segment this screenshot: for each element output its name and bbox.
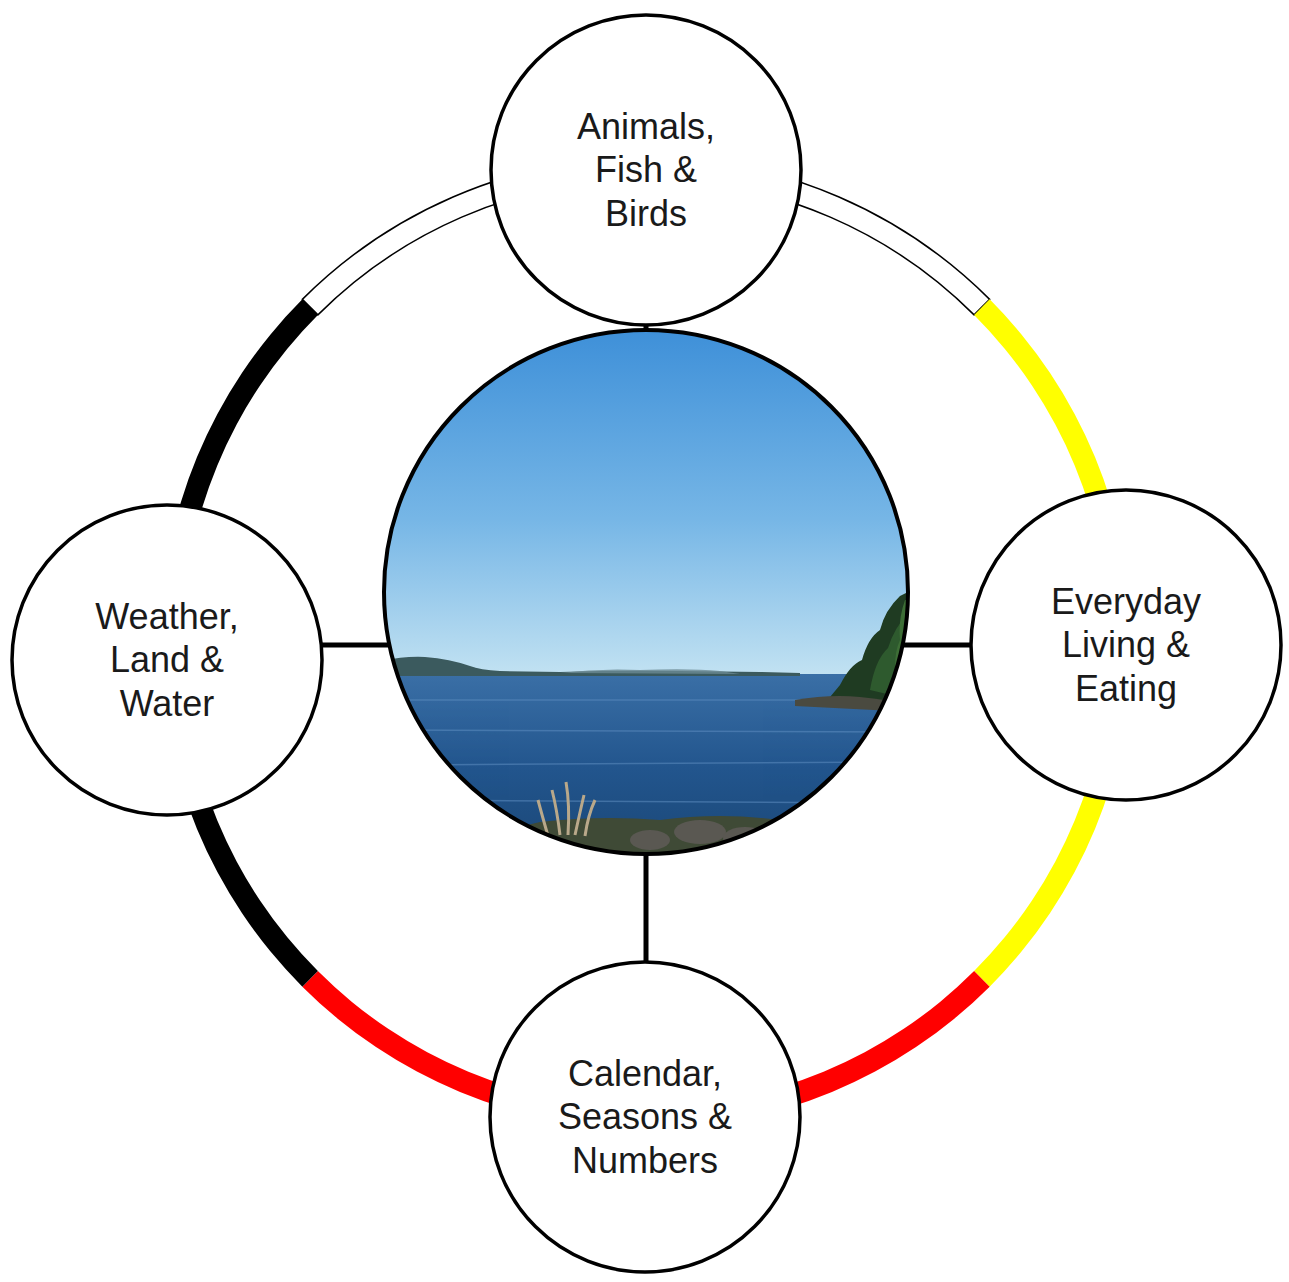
photo-frame bbox=[384, 330, 908, 854]
topic-circle: Weather, Land & Water bbox=[10, 503, 324, 817]
topic-circle: Everyday Living & Eating bbox=[969, 488, 1283, 802]
label-group: Everyday Living & Eating bbox=[1033, 580, 1219, 710]
label-group: Animals, Fish & Birds bbox=[553, 105, 739, 235]
topic-label: Calendar, Seasons & Numbers bbox=[552, 1052, 738, 1182]
topic-circle: Animals, Fish & Birds bbox=[489, 13, 803, 327]
label-group: Calendar, Seasons & Numbers bbox=[552, 1052, 738, 1182]
topic-label: Animals, Fish & Birds bbox=[553, 105, 739, 235]
topic-label: Everyday Living & Eating bbox=[1033, 580, 1219, 710]
topic-circle: Calendar, Seasons & Numbers bbox=[488, 960, 802, 1274]
topic-label: Weather, Land & Water bbox=[74, 595, 260, 725]
label-group: Weather, Land & Water bbox=[74, 595, 260, 725]
lake-photo bbox=[380, 326, 912, 870]
